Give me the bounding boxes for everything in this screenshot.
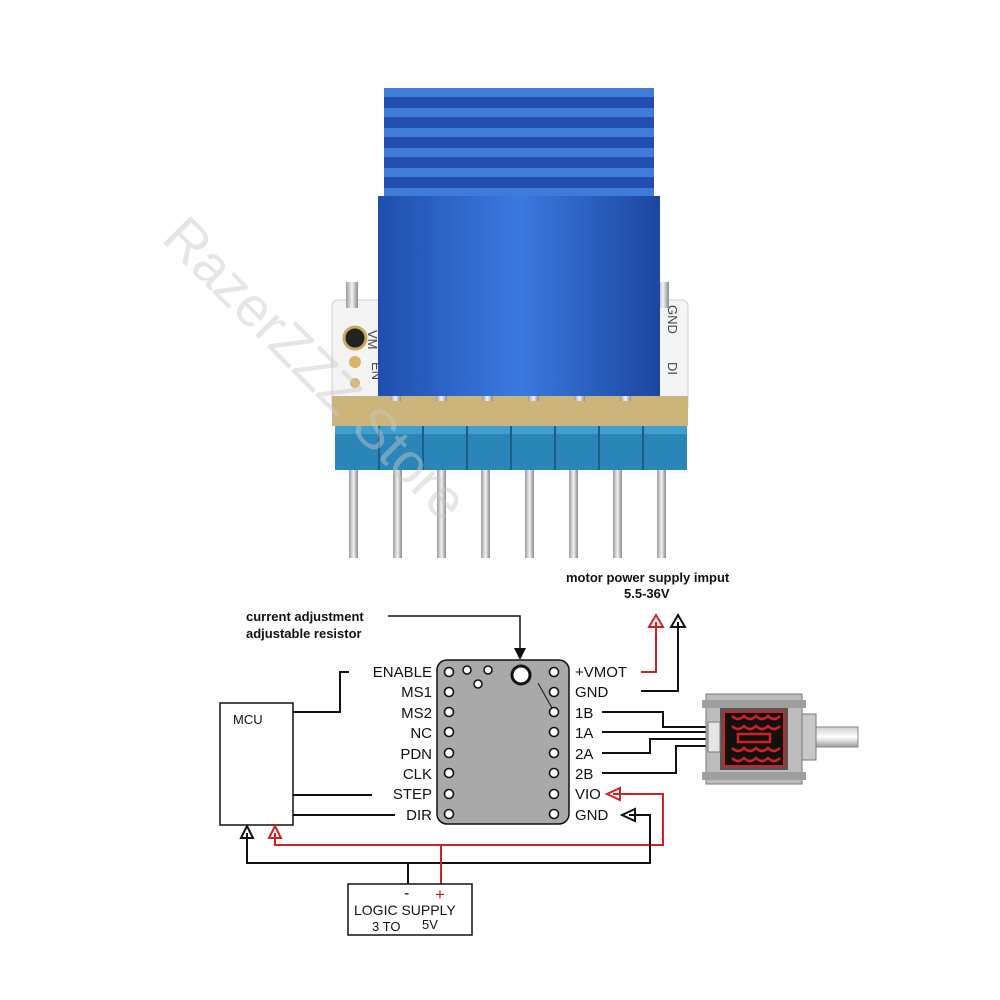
- board-hole-right: [548, 747, 560, 759]
- logic-supply-box: [347, 883, 473, 936]
- board-hole-right: [548, 666, 560, 678]
- wire-2b: [602, 745, 712, 774]
- pin-label-vio: VIO: [575, 786, 601, 803]
- logic-supply-range-end: 5V: [422, 917, 438, 932]
- pin-label-2b: 2B: [575, 766, 593, 783]
- wires: [246, 622, 712, 884]
- board-hole-right: [548, 706, 560, 718]
- board-hole-left: [443, 808, 455, 820]
- potentiometer: [510, 664, 532, 686]
- arrow-mcu-gnd: [239, 823, 255, 839]
- board-hole-right: [548, 808, 560, 820]
- motor-supply-label-line2: 5.5-36V: [624, 586, 670, 601]
- arrow-motor-gnd: [669, 613, 687, 628]
- pin-header: [335, 426, 687, 558]
- pin-label-nc: NC: [410, 725, 432, 742]
- mcu-box: [219, 702, 294, 826]
- pin-label-step: STEP: [393, 786, 432, 803]
- pin-label-gnd-motor: GND: [575, 684, 609, 701]
- pin-label-1b: 1B: [575, 705, 593, 722]
- pin-label-dir: DIR: [406, 807, 432, 824]
- current-adjust-label-line1: current adjustment: [246, 609, 364, 624]
- pin-label-ms1: MS1: [401, 684, 432, 701]
- board-hole-left: [443, 666, 455, 678]
- stepper-motor: [702, 693, 859, 785]
- motor-supply-label-line1: motor power supply imput: [566, 570, 730, 585]
- wire-1b: [602, 711, 712, 728]
- wire-logic-gnd: [246, 814, 651, 864]
- pin-label-clk: CLK: [403, 766, 432, 783]
- mount-hole: [342, 325, 368, 351]
- wire-2a: [602, 738, 712, 754]
- board-hole-left: [443, 767, 455, 779]
- wire-enable: [293, 671, 349, 713]
- board-hole-left: [443, 747, 455, 759]
- logic-supply-label: LOGIC SUPPLY: [354, 902, 456, 918]
- board-hole-left: [443, 726, 455, 738]
- left-pin-labels: ENABLE MS1 MS2 NC PDN CLK STEP DIR: [373, 664, 432, 824]
- current-adjust-label-line2: adjustable resistor: [246, 626, 362, 641]
- pin-label-gnd-logic: GND: [575, 807, 609, 824]
- logic-supply-range-start: 3 TO: [372, 919, 400, 934]
- current-adjust-pointer: [388, 615, 521, 654]
- driver-module: VM EN GND DI: [331, 88, 689, 558]
- arrowheads: [239, 613, 687, 839]
- mcu-label: MCU: [233, 712, 263, 727]
- current-adjust-arrowhead: [514, 648, 526, 660]
- logic-supply-minus: -: [404, 885, 409, 902]
- motor-shaft: [811, 726, 859, 748]
- driver-board-schematic: [436, 659, 570, 825]
- pin-label-2a: 2A: [575, 746, 593, 763]
- via-pad: [349, 356, 361, 368]
- wire-motor-gnd: [641, 622, 679, 692]
- logic-supply-plus: +: [435, 885, 445, 904]
- board-hole-right: [548, 788, 560, 800]
- pcb-mark-vm: VM: [365, 330, 380, 350]
- via-pad: [350, 378, 360, 388]
- wire-vmot: [641, 622, 657, 673]
- board-hole-right: [548, 686, 560, 698]
- pin-label-enable: ENABLE: [373, 664, 432, 681]
- arrow-mcu-vcc: [267, 823, 283, 839]
- board-hole-left: [443, 686, 455, 698]
- board-hole-right: [548, 767, 560, 779]
- heatsink: [378, 88, 660, 396]
- board-hole-left: [443, 788, 455, 800]
- arrow-vmot: [647, 613, 665, 628]
- board-hole-right: [548, 726, 560, 738]
- arrow-logic-gnd: [619, 807, 636, 823]
- pcb-mark-di: DI: [665, 362, 680, 375]
- pin-label-vmot: +VMOT: [575, 664, 627, 681]
- right-pin-labels: +VMOT GND 1B 1A 2A 2B VIO GND: [575, 664, 627, 824]
- motor-coils: [731, 714, 781, 763]
- board-hole-left: [443, 706, 455, 718]
- pin-label-1a: 1A: [575, 725, 593, 742]
- pin-label-ms2: MS2: [401, 705, 432, 722]
- pcb-mark-gnd: GND: [665, 305, 680, 334]
- pin-label-pdn: PDN: [400, 746, 432, 763]
- arrow-vio: [604, 786, 621, 802]
- wire-vio: [274, 793, 664, 846]
